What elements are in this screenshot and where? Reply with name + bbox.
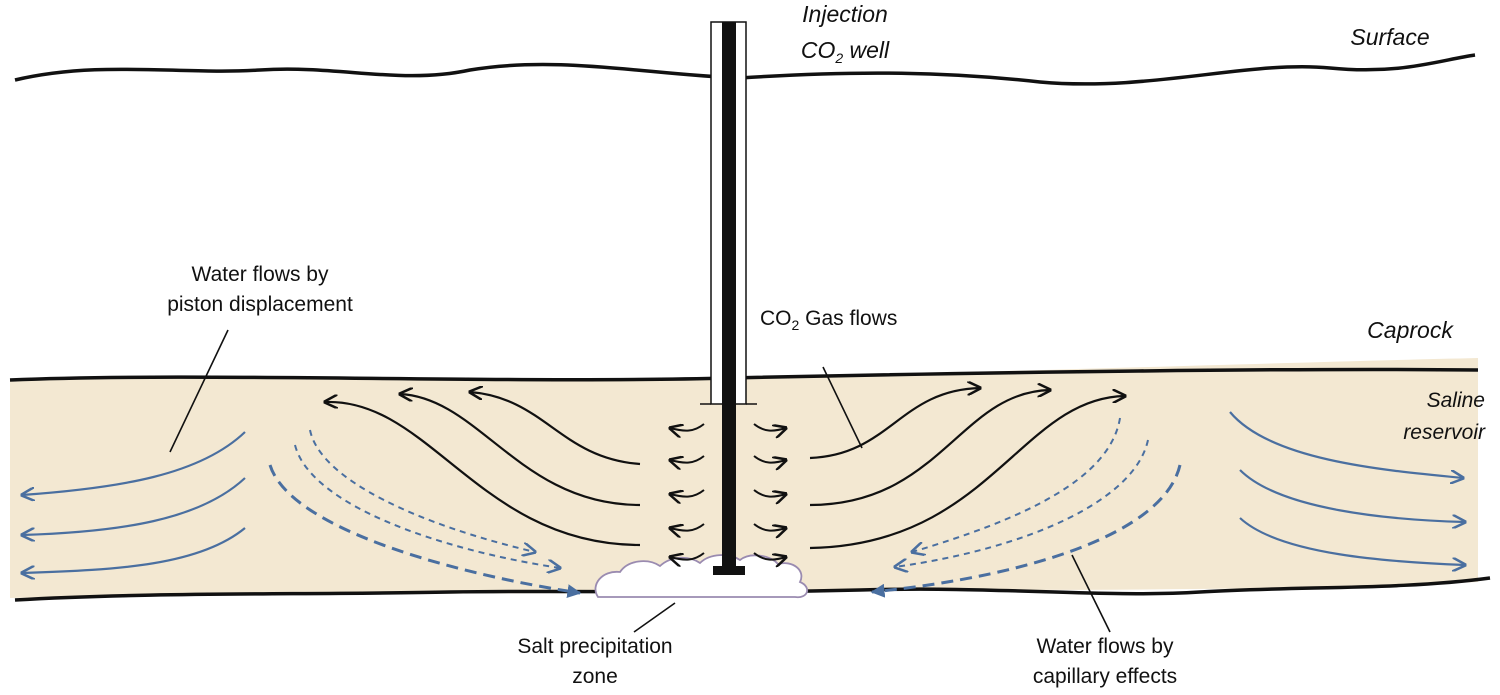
well-outflow-arrows-right <box>753 423 786 560</box>
well-pipe <box>722 22 736 572</box>
reservoir-base-line <box>14 576 1491 602</box>
well-bottom-cap <box>713 566 745 575</box>
leader-salt <box>633 602 676 633</box>
injection-well-label: Injection CO2 well <box>760 0 930 76</box>
leader-co2-gas <box>822 366 863 449</box>
injection-label: Injection <box>802 1 888 27</box>
saline-reservoir-label: Saline reservoir <box>1403 389 1485 444</box>
leader-piston <box>169 329 229 453</box>
saline-reservoir-fill <box>10 358 1478 598</box>
piston-water-flow-right <box>1229 411 1465 565</box>
co2-gas-flows-label: CO2 Gas flows <box>760 307 898 333</box>
co2-gas-flow-right <box>809 388 1125 550</box>
co2-gas-flow-left <box>325 392 641 547</box>
piston-displacement-label: Water flows by piston displacement <box>167 263 353 316</box>
well-outflow-arrows-left <box>670 423 705 560</box>
piston-water-flow-left <box>22 431 246 573</box>
salt-precipitation-label: Salt precipitation zone <box>517 635 673 688</box>
capillary-water-flow-right <box>870 417 1182 598</box>
caprock-label: Caprock <box>1367 317 1453 343</box>
capillary-water-flow-left <box>268 429 582 599</box>
capillary-effects-label: Water flows by capillary effects <box>1032 635 1178 688</box>
leader-capillary <box>1071 554 1111 633</box>
surface-label: Surface <box>1350 24 1430 50</box>
co2-well-label: CO2 well <box>800 37 890 66</box>
